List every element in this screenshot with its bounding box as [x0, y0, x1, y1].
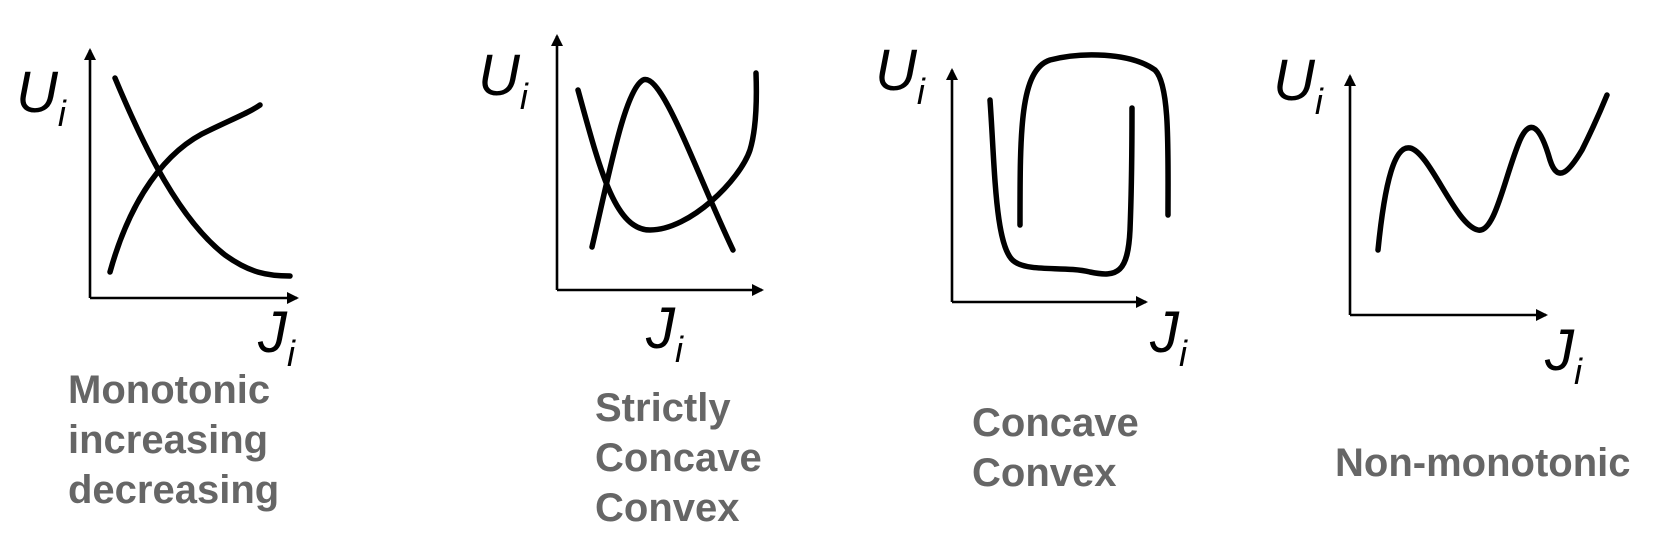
- convex-curve: [575, 70, 760, 233]
- caption-non-monotonic: Non-monotonic: [1335, 438, 1631, 488]
- caption-concave-convex: Concave Convex: [972, 398, 1139, 498]
- caption-line: Convex: [972, 451, 1117, 495]
- panel-monotonic: Ui Ji: [16, 48, 299, 374]
- wavy-curve: [1375, 92, 1610, 253]
- caption-line: Strictly: [595, 386, 731, 430]
- caption-line: Non-monotonic: [1335, 441, 1631, 485]
- x-axis-label: Ji: [1544, 318, 1583, 392]
- x-axis-label: Ji: [645, 296, 684, 370]
- decreasing-curve: [112, 75, 293, 279]
- caption-line: Concave: [972, 401, 1139, 445]
- caption-line: increasing: [68, 418, 269, 462]
- caption-monotonic: Monotonic increasing decreasing: [68, 365, 279, 515]
- caption-line: decreasing: [68, 468, 280, 512]
- caption-line: Convex: [595, 486, 740, 530]
- y-axis-label: Ui: [478, 43, 529, 117]
- x-axis-label: Ji: [257, 300, 296, 374]
- concave-curve: [1017, 52, 1171, 228]
- convex-curve: [987, 97, 1135, 277]
- panel-concave-convex: Ui Ji: [875, 38, 1188, 374]
- panel-strict: Ui Ji: [478, 34, 764, 370]
- y-axis-label: Ui: [16, 60, 67, 134]
- concave-curve: [589, 77, 736, 253]
- panel-non-monotonic: Ui Ji: [1273, 48, 1610, 392]
- y-axis-label: Ui: [875, 38, 926, 112]
- caption-strict: Strictly Concave Convex: [595, 383, 762, 533]
- x-axis-label: Ji: [1149, 300, 1188, 374]
- increasing-curve: [107, 102, 263, 275]
- caption-line: Concave: [595, 436, 762, 480]
- y-axis-label: Ui: [1273, 48, 1324, 122]
- caption-line: Monotonic: [68, 368, 271, 412]
